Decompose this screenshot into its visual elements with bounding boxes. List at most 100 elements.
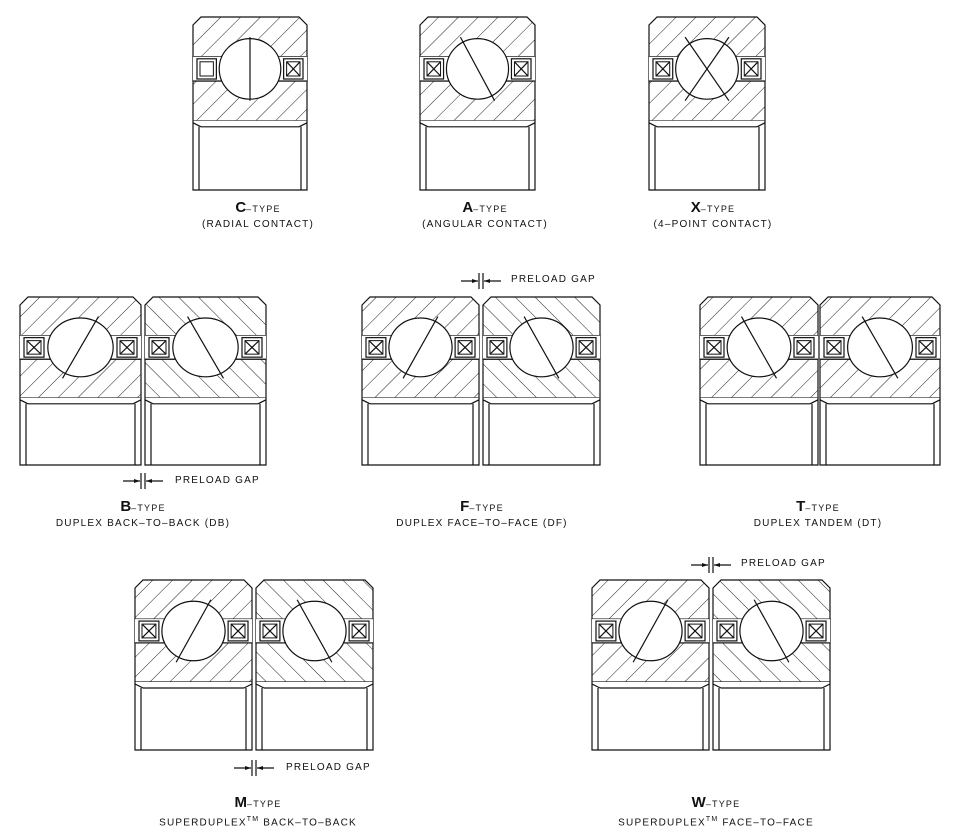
cage-cross [808, 623, 824, 639]
preload-gap-label-f: PRELOAD GAP [511, 274, 596, 285]
chamfer [648, 122, 658, 128]
c-type-bearing [192, 16, 308, 191]
cage-inner [286, 61, 301, 77]
bore [591, 682, 710, 751]
type-description: (ANGULAR CONTACT) [422, 219, 548, 230]
arrowhead [245, 766, 251, 770]
cage-cross [655, 61, 671, 77]
type-description: (4–POINT CONTACT) [653, 219, 773, 230]
chamfer [526, 122, 536, 128]
type-description: SUPERDUPLEX [159, 817, 247, 829]
chamfer [419, 122, 429, 128]
cage-cross [598, 623, 614, 639]
f-type-bearing-left [361, 296, 480, 466]
cage-inner [808, 623, 824, 639]
cage-cross [368, 340, 384, 355]
bore [134, 682, 253, 751]
b-type-bearing-left [19, 296, 142, 466]
cage-inner [655, 61, 671, 77]
cage-cross [119, 340, 135, 355]
cage-inner [151, 340, 167, 355]
cage-cross [489, 340, 505, 355]
caption-t-type: T–TYPE DUPLEX TANDEM (DT) [754, 499, 882, 531]
contact-line [753, 599, 790, 663]
cage-cross [706, 340, 722, 355]
type-letter: C [235, 199, 247, 216]
cage-inner [26, 340, 42, 355]
bore [192, 120, 308, 191]
bore [482, 397, 601, 466]
cage-inner [141, 623, 157, 639]
caption-b-type: B–TYPE DUPLEX BACK–TO–BACK (DB) [56, 499, 230, 531]
cage-inner [706, 340, 722, 355]
preload-gap-marker-w [691, 557, 731, 573]
cage-inner [578, 340, 594, 355]
type-description: DUPLEX BACK–TO–BACK (DB) [55, 518, 231, 529]
cage-cross [743, 61, 759, 77]
cage-cross [719, 623, 735, 639]
chamfer [591, 399, 601, 405]
contact-line [523, 316, 560, 379]
contact-line [187, 316, 224, 379]
cage-inner [513, 61, 529, 77]
cage-inner [489, 340, 505, 355]
bore [19, 397, 142, 466]
chamfer [364, 683, 374, 689]
cage-cross [262, 623, 278, 639]
t-type-bearing-right [819, 296, 941, 466]
chamfer [712, 683, 722, 689]
x-type-bearing [648, 16, 766, 191]
arrowhead [702, 563, 708, 567]
chamfer [470, 399, 480, 405]
chamfer [134, 683, 144, 689]
preload-gap-label-w: PRELOAD GAP [741, 558, 826, 569]
chamfer [931, 399, 941, 405]
caption-a-type: A–TYPE (ANGULAR CONTACT) [422, 200, 548, 232]
bore [648, 120, 766, 191]
cage-cross [687, 623, 703, 639]
arrowhead [714, 563, 720, 567]
type-description: DUPLEX FACE–TO–FACE (DF) [396, 518, 568, 529]
cage-inner [199, 61, 214, 77]
t-type-bearing-left [699, 296, 819, 466]
type-description: DUPLEX TANDEM (DT) [753, 518, 883, 529]
cage-cross [141, 623, 157, 639]
preload-gap-marker-f [461, 273, 501, 289]
type-description-end: BACK–TO–BACK [259, 817, 357, 829]
cage-inner [426, 61, 442, 77]
type-suffix: –TYPE [700, 204, 736, 214]
contact-line [861, 316, 899, 379]
arrowhead [472, 279, 478, 283]
contact-line [684, 36, 730, 102]
chamfer [132, 399, 142, 405]
chamfer [809, 399, 819, 405]
contact-line [402, 316, 439, 379]
cage-inner [368, 340, 384, 355]
type-suffix: –TYPE [469, 503, 504, 513]
cage-cross [796, 340, 812, 355]
caption-f-type: F–TYPE DUPLEX FACE–TO–FACE (DF) [396, 499, 567, 531]
preload-gap-marker-b [123, 473, 163, 489]
bore [144, 397, 267, 466]
type-letter: M [234, 794, 247, 811]
cage-inner [598, 623, 614, 639]
cage-inner [826, 340, 842, 355]
bore [712, 682, 831, 751]
type-suffix: –TYPE [473, 204, 508, 214]
contact-line [296, 599, 333, 663]
arrowhead [257, 766, 263, 770]
chamfer [699, 399, 709, 405]
trademark: TM [246, 816, 260, 823]
chamfer [821, 683, 831, 689]
chamfer [756, 122, 766, 128]
type-letter: B [120, 498, 132, 515]
chamfer [591, 683, 601, 689]
preload-gap-label-m: PRELOAD GAP [286, 762, 371, 773]
type-suffix: –TYPE [246, 799, 282, 809]
chamfer [819, 399, 829, 405]
bore [255, 682, 374, 751]
cage-inner [457, 340, 473, 355]
cage-rect [196, 58, 217, 80]
cage-cross [457, 340, 473, 355]
caption-w-type: W–TYPE SUPERDUPLEXTM FACE–TO–FACE [618, 795, 814, 830]
